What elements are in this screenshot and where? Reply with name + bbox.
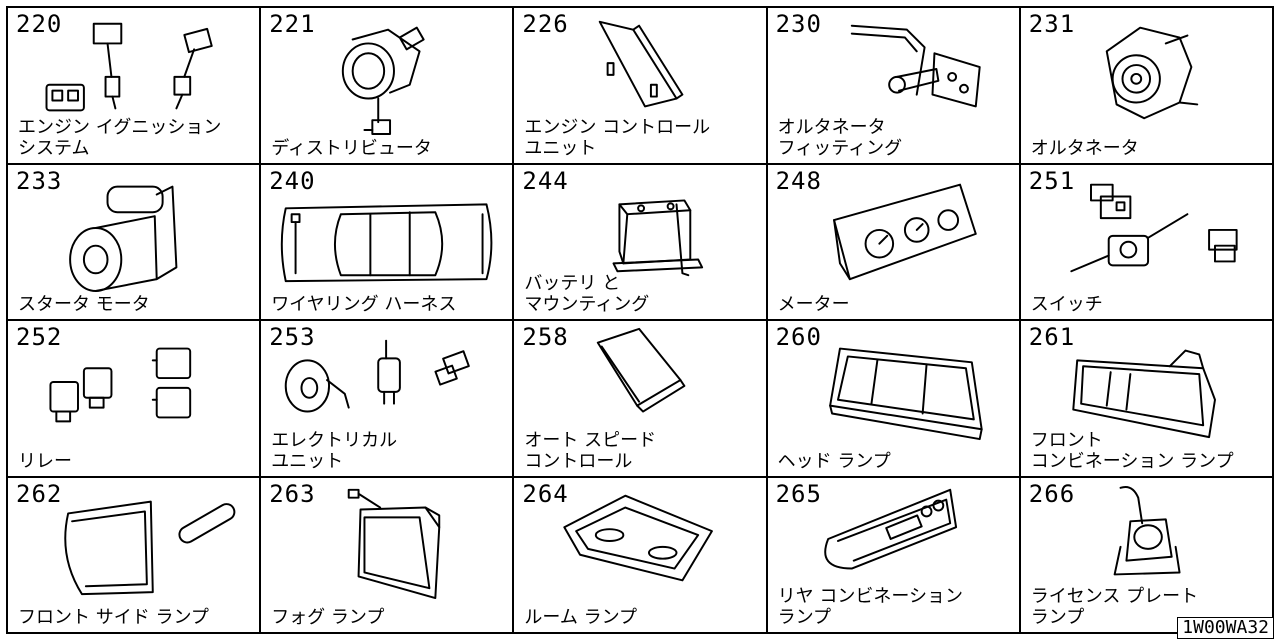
group-number: 258 — [522, 323, 569, 351]
group-name: オート スピード コントロール — [524, 429, 657, 472]
group-name: ライセンス プレート ランプ — [1030, 586, 1199, 628]
group-cell-226[interactable]: 226 エンジン コントロール ユニット — [514, 8, 768, 165]
group-name: スイッチ — [1030, 294, 1103, 315]
group-cell-248[interactable]: 248 メーター — [767, 164, 1021, 321]
group-number: 253 — [269, 323, 316, 351]
group-name: フロント コンビネーション ランプ — [1030, 429, 1234, 472]
group-number: 231 — [1028, 10, 1076, 38]
group-cell-262[interactable]: 262 フロント サイド ランプ — [8, 477, 262, 634]
parts-group-grid: 220 エンジン イグニッション システム 221 ディストリビュータ 226 … — [6, 6, 1274, 634]
group-cell-231[interactable]: 231 オルタネータ — [1020, 8, 1274, 165]
group-name: エンジン コントロール ユニット — [524, 116, 711, 159]
group-name: リヤ コンビネーション ランプ — [777, 586, 963, 628]
group-cell-233[interactable]: 233 スタータ モータ — [8, 164, 262, 321]
group-name: オルタネータ — [1030, 137, 1139, 159]
group-name: ルーム ランプ — [524, 607, 638, 628]
group-cell-244[interactable]: 244 バッテリ と マウンティング — [514, 164, 768, 321]
group-cell-261[interactable]: 261 フロント コンビネーション ランプ — [1020, 321, 1274, 478]
group-number: 264 — [522, 479, 569, 508]
group-number: 261 — [1028, 323, 1076, 351]
group-cell-253[interactable]: 253 エレクトリカル ユニット — [261, 321, 515, 478]
group-cell-265[interactable]: 265 リヤ コンビネーション ランプ — [767, 477, 1021, 634]
group-number: 251 — [1028, 166, 1076, 195]
group-number: 248 — [775, 166, 822, 195]
group-cell-240[interactable]: 240 ワイヤリング ハーネス — [261, 164, 515, 321]
group-cell-263[interactable]: 263 フォグ ランプ — [261, 477, 515, 634]
group-number: 226 — [522, 10, 569, 38]
group-cell-264[interactable]: 264 ルーム ランプ — [514, 477, 768, 634]
group-name: メーター — [777, 294, 850, 315]
group-name: フォグ ランプ — [271, 607, 385, 628]
group-name: リレー — [18, 450, 72, 472]
group-cell-252[interactable]: 252 リレー — [8, 321, 262, 478]
group-name: ディストリビュータ — [271, 137, 432, 159]
group-number: 266 — [1028, 479, 1076, 508]
group-number: 240 — [269, 166, 316, 195]
group-cell-251[interactable]: 251 スイッチ — [1020, 164, 1274, 321]
group-name: バッテリ と マウンティング — [524, 273, 650, 315]
group-cell-221[interactable]: 221 ディストリビュータ — [261, 8, 515, 165]
group-cell-258[interactable]: 258 オート スピード コントロール — [514, 321, 768, 478]
group-number: 233 — [16, 166, 63, 195]
group-cell-230[interactable]: 230 オルタネータ フィッティング — [767, 8, 1021, 165]
group-name: エレクトリカル ユニット — [271, 429, 398, 472]
catalog-code: 1W00WA32 — [1177, 617, 1274, 639]
group-name: スタータ モータ — [18, 294, 150, 315]
group-name: エンジン イグニッション システム — [18, 116, 222, 159]
group-number: 260 — [775, 323, 822, 351]
group-number: 230 — [775, 10, 822, 38]
group-number: 263 — [269, 479, 316, 508]
group-cell-260[interactable]: 260 ヘッド ランプ — [767, 321, 1021, 478]
group-name: ヘッド ランプ — [777, 450, 891, 472]
group-number: 265 — [775, 479, 822, 508]
group-number: 244 — [522, 166, 569, 195]
group-cell-266[interactable]: 266 ライセンス プレート ランプ — [1020, 477, 1274, 634]
group-number: 220 — [16, 10, 63, 38]
group-number: 221 — [269, 10, 316, 38]
group-name: フロント サイド ランプ — [18, 607, 209, 628]
group-name: オルタネータ フィッティング — [777, 116, 903, 159]
group-name: ワイヤリング ハーネス — [271, 294, 457, 315]
group-number: 262 — [16, 479, 63, 508]
group-cell-220[interactable]: 220 エンジン イグニッション システム — [8, 8, 262, 165]
group-number: 252 — [16, 323, 63, 351]
